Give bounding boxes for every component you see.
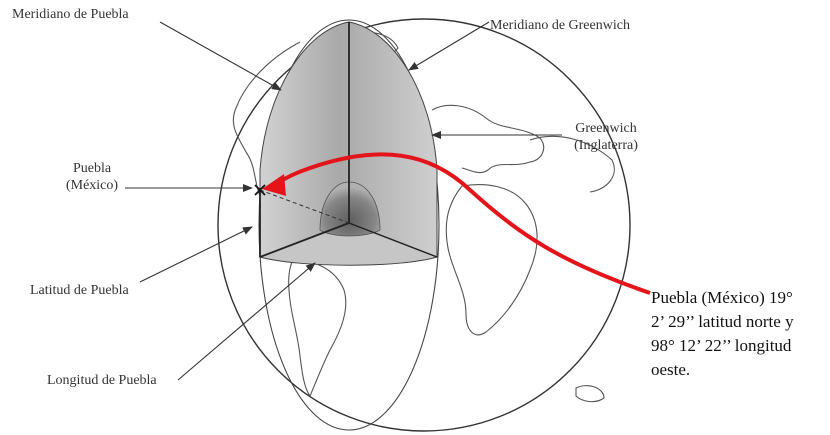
note-line-3: 98° 12’ 22’’ longitud bbox=[651, 334, 827, 358]
label-greenwich-line1: Greenwich bbox=[575, 121, 636, 136]
label-greenwich-line2: (Inglaterra) bbox=[574, 138, 638, 153]
label-latitud: Latitud de Puebla bbox=[30, 282, 129, 299]
islands-outline bbox=[576, 386, 604, 402]
arrow-meridiano-puebla bbox=[160, 22, 281, 90]
label-longitud: Longitud de Puebla bbox=[47, 372, 157, 389]
label-greenwich: Greenwich (Inglaterra) bbox=[560, 120, 652, 154]
label-meridiano-puebla: Meridiano de Puebla bbox=[12, 6, 129, 23]
label-puebla-line1: Puebla bbox=[73, 161, 111, 176]
puebla-coordinates-note: Puebla (México) 19° 2’ 29’’ latitud nort… bbox=[651, 286, 827, 382]
label-meridiano-greenwich: Meridiano de Greenwich bbox=[490, 17, 630, 34]
note-line-4: oeste. bbox=[651, 358, 827, 382]
label-puebla-line2: (México) bbox=[66, 178, 118, 193]
label-puebla: Puebla (México) bbox=[52, 160, 132, 194]
note-line-2: 2’ 29’’ latitud norte y bbox=[651, 310, 827, 334]
note-line-1: Puebla (México) 19° bbox=[651, 286, 827, 310]
